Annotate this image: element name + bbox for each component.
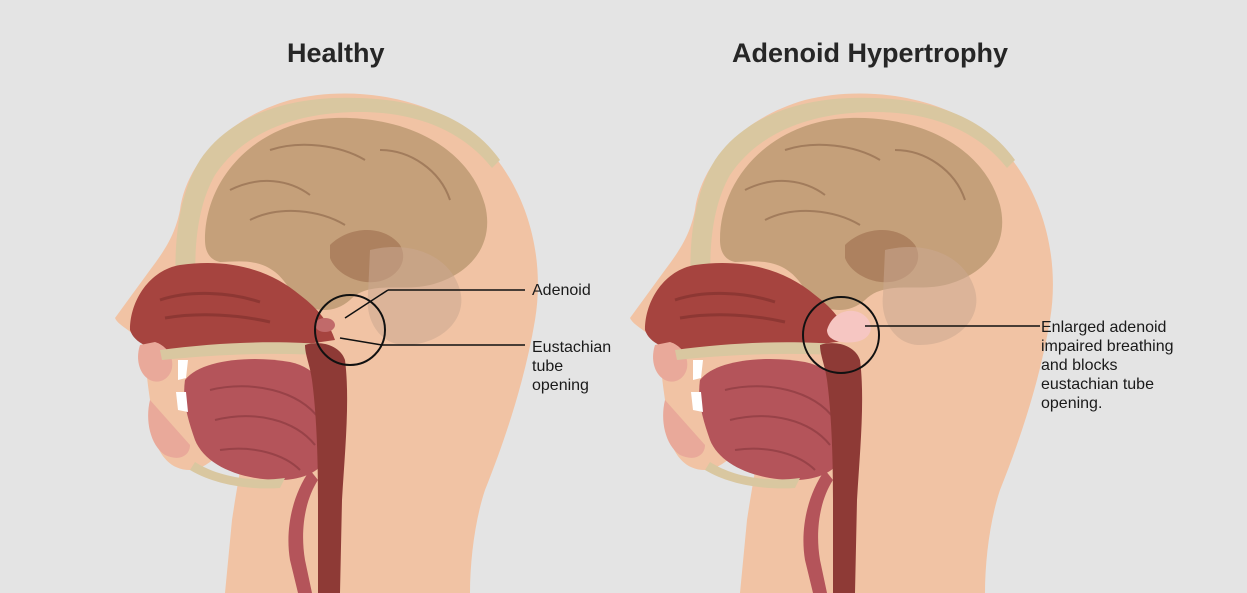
eustachian-tube-label: Eustachian tube opening	[532, 338, 611, 395]
healthy-adenoid	[315, 318, 335, 332]
healthy-title: Healthy	[287, 38, 385, 69]
hypertrophy-title: Adenoid Hypertrophy	[732, 38, 1008, 69]
healthy-head-illustration	[115, 93, 538, 593]
hypertrophy-head-illustration	[630, 93, 1053, 593]
enlarged-adenoid-label: Enlarged adenoid impaired breathing and …	[1041, 318, 1174, 413]
adenoid-label: Adenoid	[532, 281, 591, 300]
